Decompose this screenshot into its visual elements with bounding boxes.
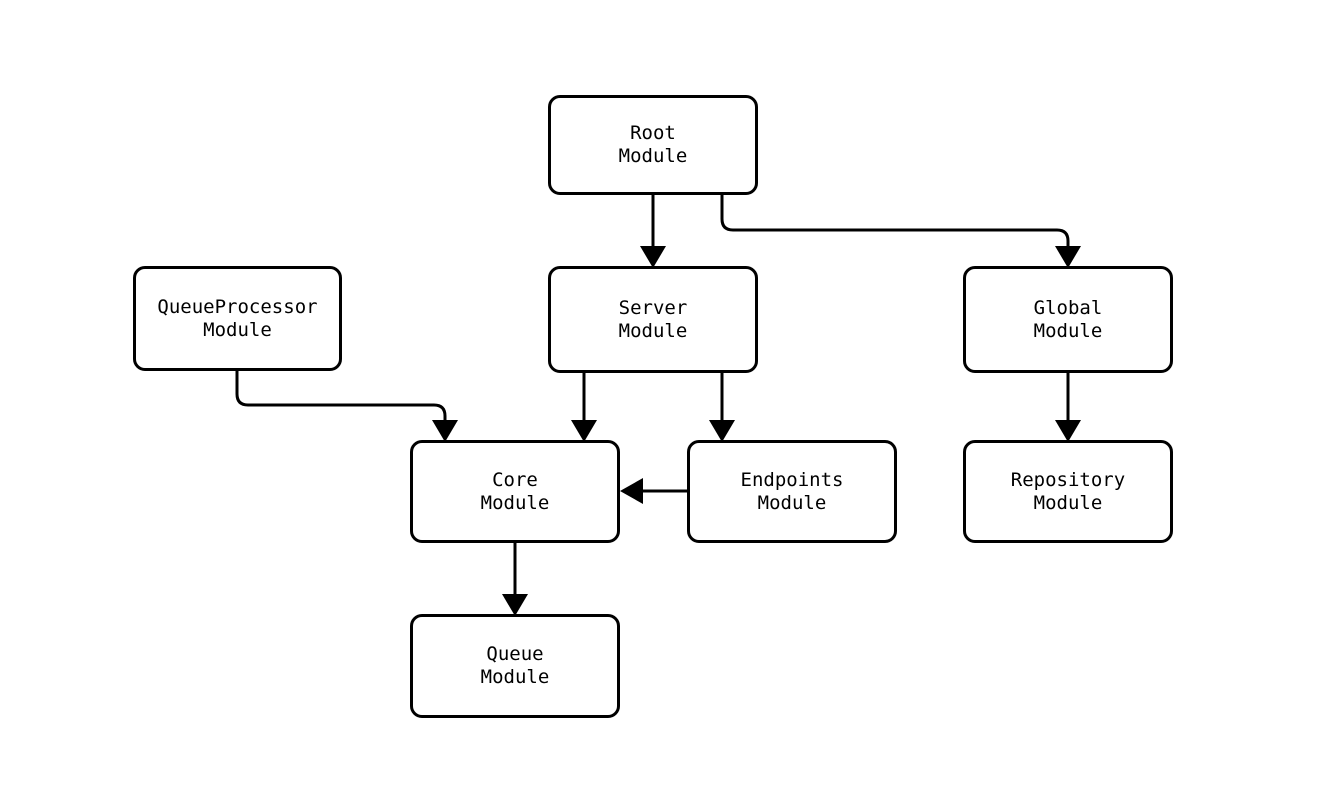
- node-endpoints[interactable]: Endpoints Module: [687, 440, 897, 543]
- arrowhead-down-icon: [432, 420, 458, 442]
- node-queue-label: Queue Module: [480, 643, 550, 688]
- arrowhead-down-icon: [502, 594, 528, 616]
- node-repository-label: Repository Module: [1010, 468, 1126, 514]
- node-repository[interactable]: Repository Module: [963, 440, 1173, 543]
- edge-root-to-server: [640, 195, 666, 268]
- edge-server-to-endpoints: [709, 373, 735, 442]
- node-global-label: Global Module: [1033, 296, 1103, 342]
- edge-core-to-queue: [502, 543, 528, 616]
- node-server-label: Server Module: [618, 296, 688, 342]
- arrowhead-down-icon: [1055, 246, 1081, 268]
- node-server[interactable]: Server Module: [548, 266, 758, 373]
- edge-root-to-global: [720, 195, 1081, 268]
- edge-line: [235, 371, 447, 430]
- node-root[interactable]: Root Module: [548, 95, 758, 195]
- edge-queueprocessor-to-core: [235, 371, 458, 442]
- arrowhead-down-icon: [640, 246, 666, 268]
- edge-global-to-repository: [1055, 373, 1081, 442]
- edge-endpoints-to-core: [620, 478, 687, 504]
- node-core-label: Core Module: [480, 468, 550, 514]
- edge-server-to-core: [571, 373, 597, 442]
- arrowhead-left-icon: [620, 478, 643, 504]
- edge-line: [720, 195, 1070, 256]
- arrowhead-down-icon: [571, 420, 597, 442]
- node-root-label: Root Module: [618, 122, 688, 167]
- node-endpoints-label: Endpoints Module: [740, 468, 844, 514]
- node-queue[interactable]: Queue Module: [410, 614, 620, 718]
- node-queueprocessor-label: QueueProcessor Module: [157, 295, 318, 341]
- node-core[interactable]: Core Module: [410, 440, 620, 543]
- arrowhead-down-icon: [709, 420, 735, 442]
- arrowhead-down-icon: [1055, 420, 1081, 442]
- node-global[interactable]: Global Module: [963, 266, 1173, 373]
- node-queueprocessor[interactable]: QueueProcessor Module: [133, 266, 342, 371]
